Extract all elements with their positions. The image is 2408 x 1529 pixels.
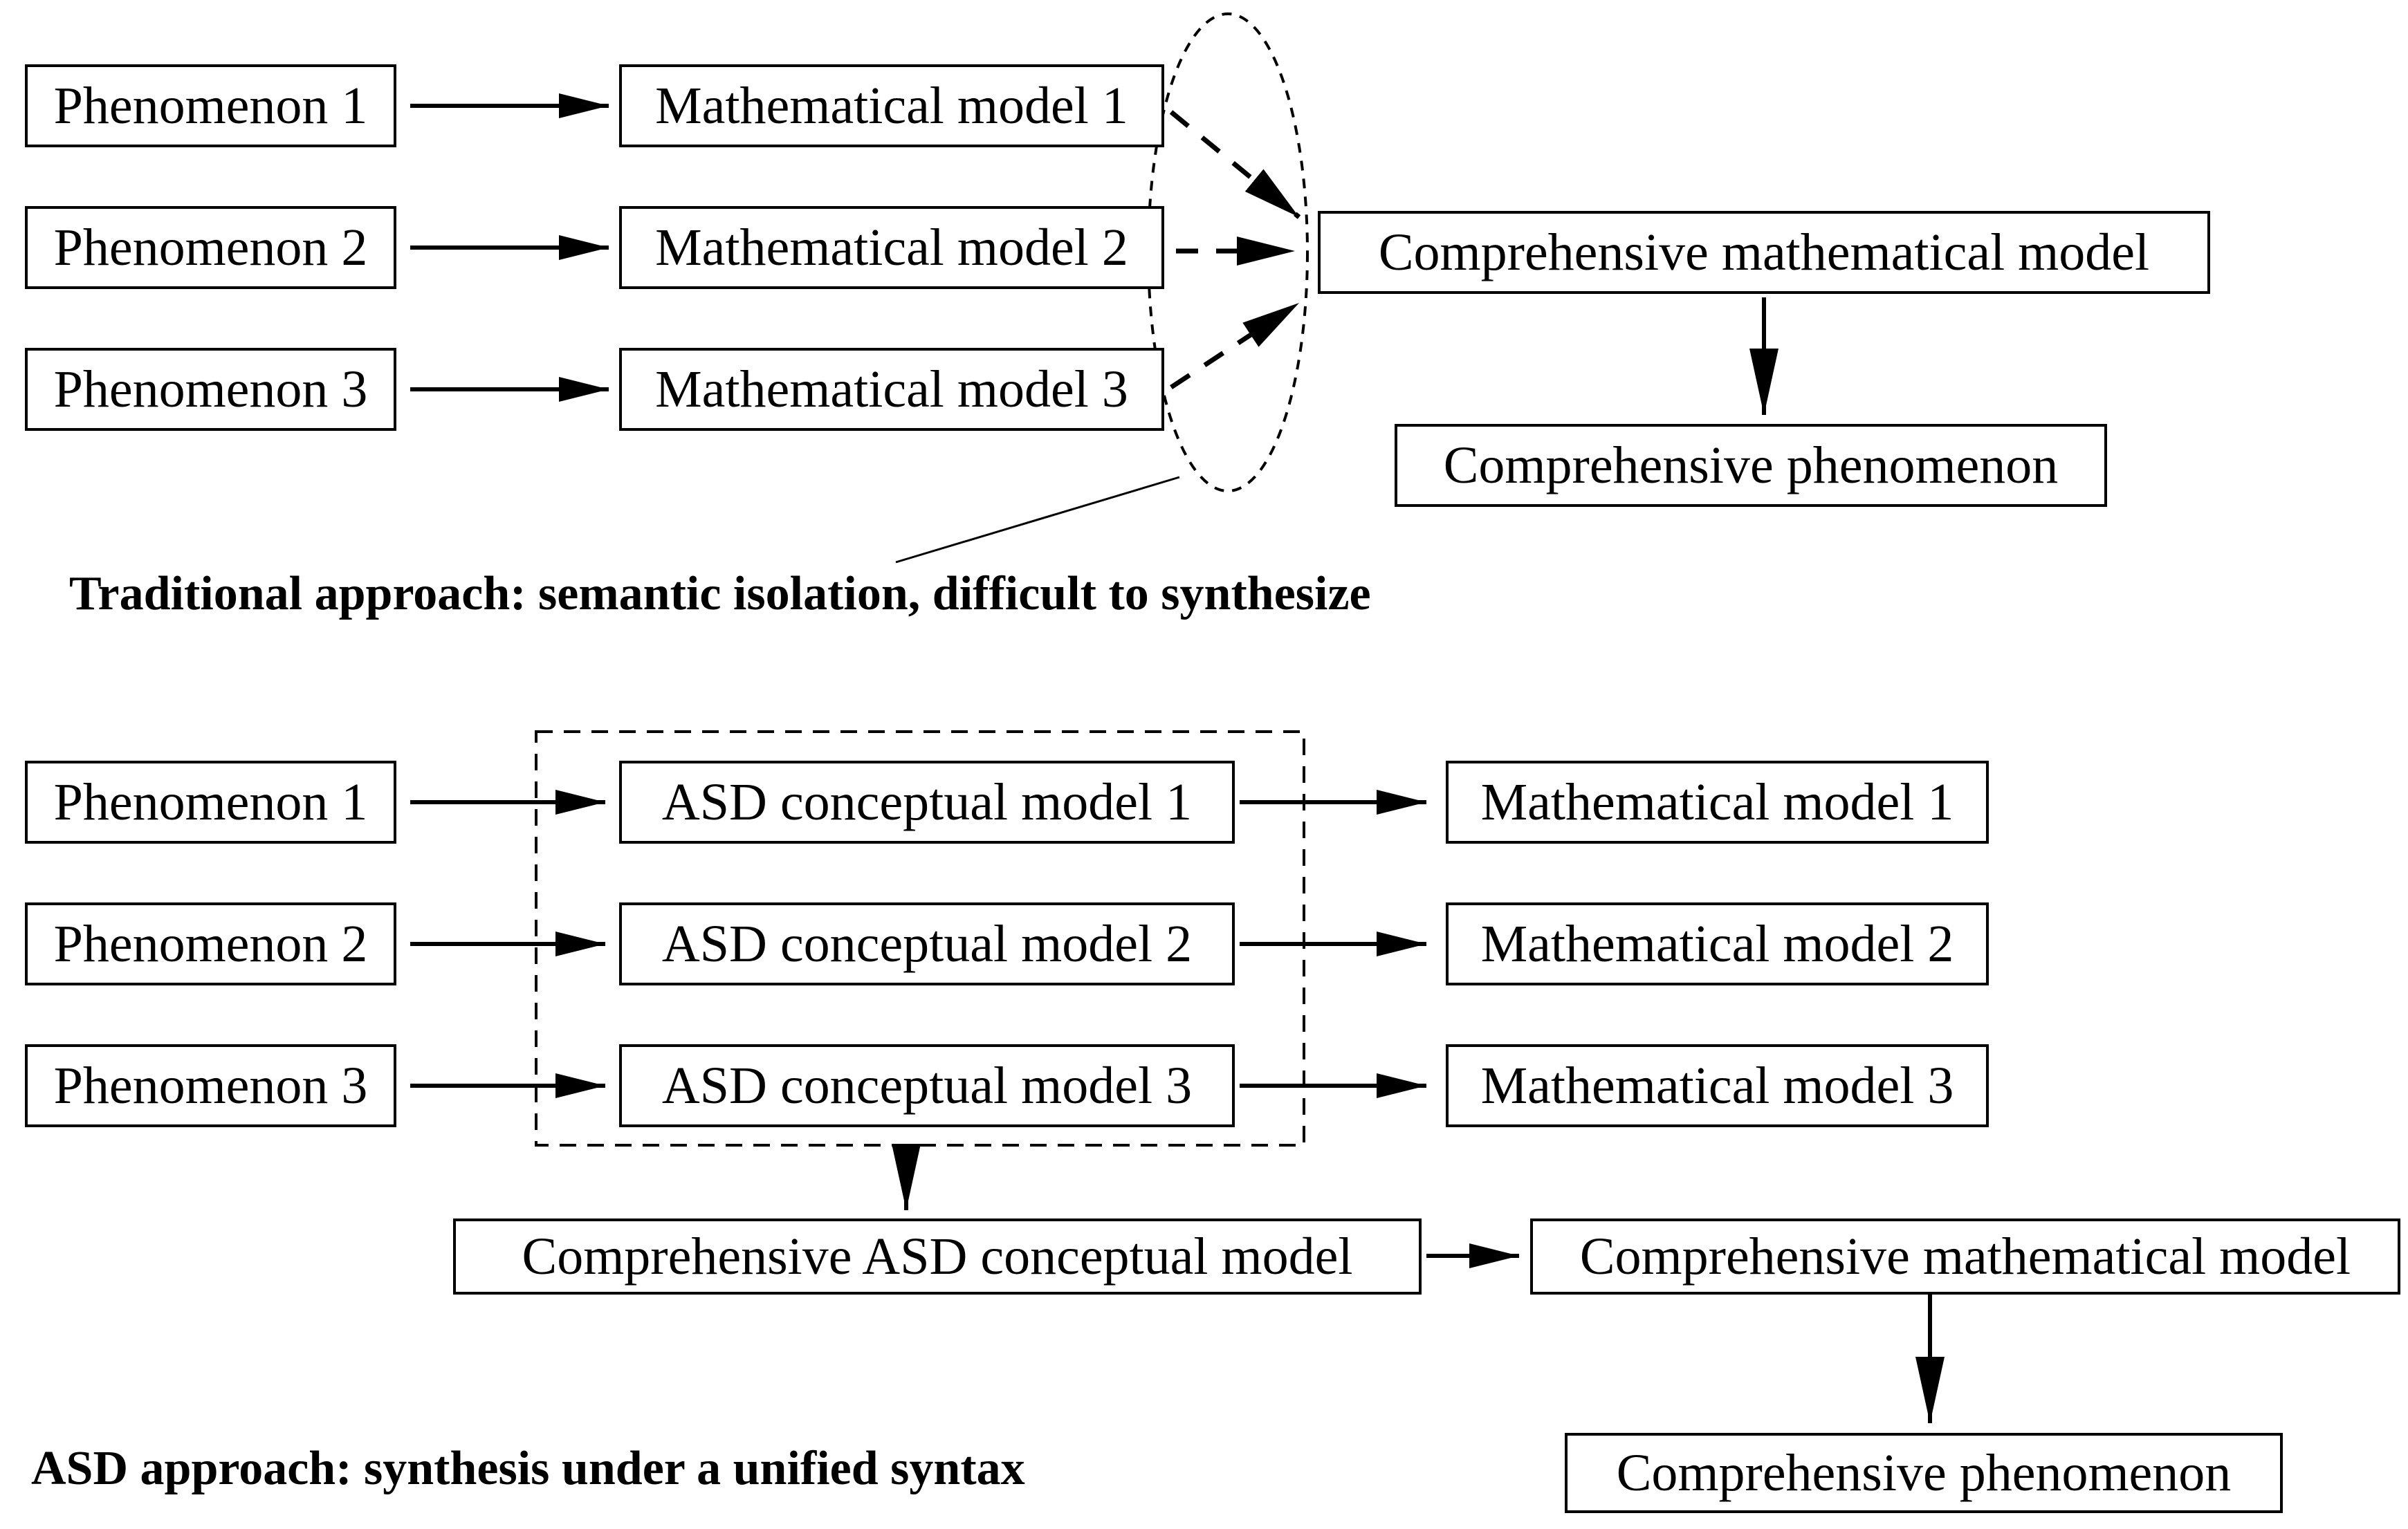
- trad-phenomenon-1-box: Phenomenon 1: [25, 64, 396, 147]
- trad-phenomenon-2-box: Phenomenon 2: [25, 206, 396, 289]
- dashed-arrow-model3-to-comprehensive: [1170, 301, 1300, 389]
- trad-math-model-1-box: Mathematical model 1: [619, 64, 1164, 147]
- isolation-ellipse: [1147, 12, 1309, 492]
- asd-phenomenon-3-box: Phenomenon 3: [25, 1044, 396, 1127]
- asd-phenomenon-1-box: Phenomenon 1: [25, 761, 396, 844]
- asd-math-model-2-box: Mathematical model 2: [1446, 902, 1989, 985]
- trad-comprehensive-phenomenon-box: Comprehensive phenomenon: [1395, 424, 2107, 507]
- asd-conceptual-model-2-box: ASD conceptual model 2: [619, 902, 1235, 985]
- traditional-approach-caption: Traditional approach: semantic isolation…: [69, 567, 1371, 620]
- trad-comprehensive-math-model-box: Comprehensive mathematical model: [1318, 211, 2210, 294]
- trad-math-model-3-box: Mathematical model 3: [619, 348, 1164, 431]
- asd-math-model-1-box: Mathematical model 1: [1446, 761, 1989, 844]
- asd-comprehensive-conceptual-model-box: Comprehensive ASD conceptual model: [453, 1218, 1422, 1295]
- asd-comprehensive-phenomenon-box: Comprehensive phenomenon: [1565, 1433, 2283, 1513]
- asd-comprehensive-math-model-box: Comprehensive mathematical model: [1530, 1218, 2400, 1295]
- asd-conceptual-model-1-box: ASD conceptual model 1: [619, 761, 1235, 844]
- asd-conceptual-model-3-box: ASD conceptual model 3: [619, 1044, 1235, 1127]
- trad-phenomenon-3-box: Phenomenon 3: [25, 348, 396, 431]
- asd-approach-caption: ASD approach: synthesis under a unified …: [31, 1442, 1025, 1495]
- callout-line: [895, 476, 1180, 564]
- trad-math-model-2-box: Mathematical model 2: [619, 206, 1164, 289]
- asd-math-model-3-box: Mathematical model 3: [1446, 1044, 1989, 1127]
- asd-phenomenon-2-box: Phenomenon 2: [25, 902, 396, 985]
- dashed-arrow-model1-to-comprehensive: [1169, 110, 1301, 219]
